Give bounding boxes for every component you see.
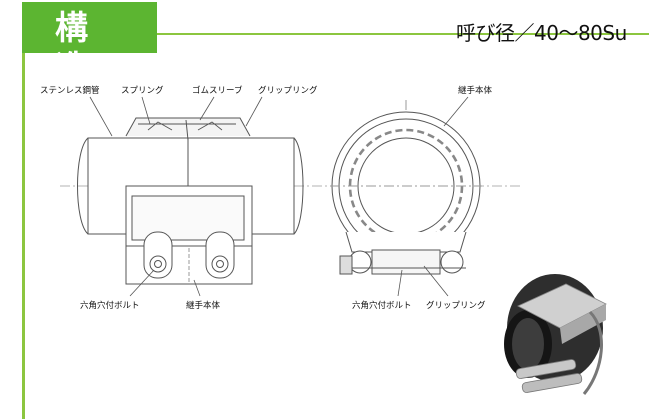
- front-view-leaders: [397, 96, 469, 297]
- bolt-right: [211, 255, 229, 273]
- pipe-left-end: [77, 137, 89, 235]
- label-hex-bolt-front: 六角穴付ボルト: [352, 301, 412, 311]
- label-stainless-pipe: ステンレス鋼管: [40, 86, 100, 96]
- side-view-drawing: [77, 117, 304, 285]
- bolt-head: [339, 255, 353, 275]
- sleeve-top: [125, 117, 251, 137]
- label-hex-bolt-side: 六角穴付ボルト: [80, 301, 140, 311]
- bolt-left: [149, 255, 167, 273]
- label-grip-ring-side: グリップリング: [258, 86, 318, 96]
- label-joint-body-side: 継手本体: [186, 301, 221, 311]
- product-illustration: [504, 274, 607, 395]
- label-rubber-sleeve: ゴムスリーブ: [192, 86, 243, 96]
- bolt-block: [371, 249, 441, 275]
- label-grip-ring-front: グリップリング: [426, 301, 486, 311]
- frame-top-border: [22, 33, 649, 35]
- spring-wave: [147, 121, 223, 131]
- bolt-right-hex: [216, 260, 224, 268]
- nominal-diameter: 呼び径／40〜80Su: [456, 21, 627, 45]
- clamp-ears: [345, 231, 467, 253]
- ear-right: [440, 250, 464, 274]
- center-divider: [185, 119, 189, 141]
- frame-left-border: [22, 33, 25, 419]
- section-title-box: 構造: [22, 2, 157, 87]
- pipe-right-end: [293, 137, 304, 235]
- front-view-drawing: [330, 100, 482, 275]
- label-spring: スプリング: [121, 86, 164, 96]
- bolt-left-hex: [154, 260, 162, 268]
- label-joint-body-front: 継手本体: [458, 86, 493, 96]
- side-view-leaders: [89, 96, 263, 297]
- section-title: 構造: [55, 8, 114, 87]
